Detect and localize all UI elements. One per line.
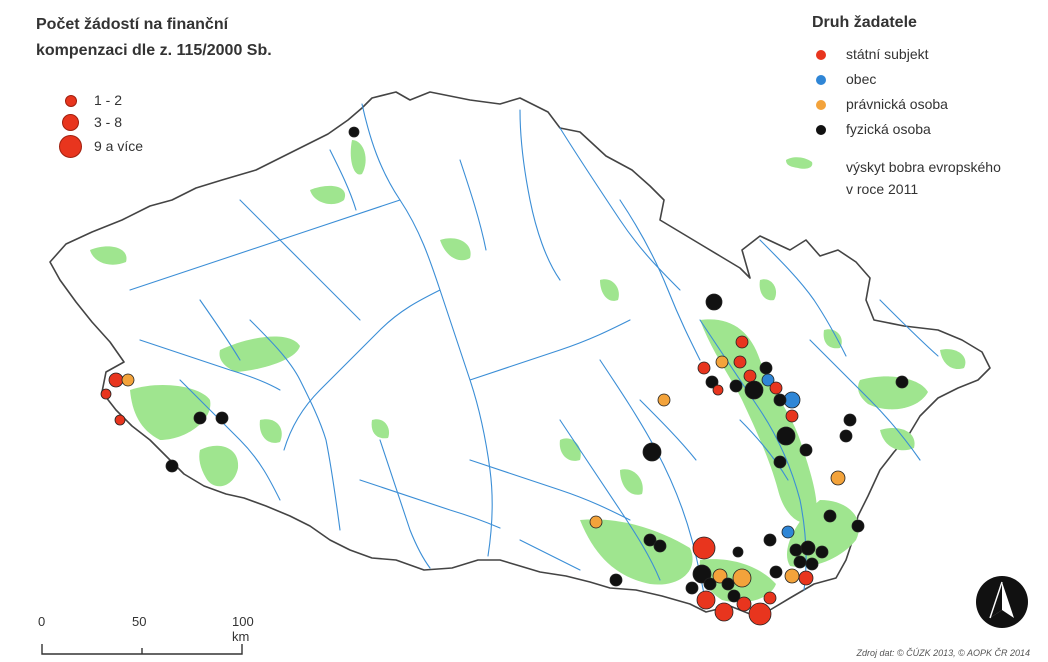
size-legend-label: 9 a více [94, 138, 144, 154]
point-fyzicka [744, 380, 764, 400]
point-fyzicka [721, 577, 735, 591]
scale-label-0: 0 [38, 614, 46, 629]
point-fyzicka [763, 533, 777, 547]
point-statni [748, 602, 772, 626]
map-title-line2: kompenzaci dle z. 115/2000 Sb. [36, 42, 272, 59]
legend-item-statni: státní subjekt [812, 42, 1042, 67]
point-fyzicka [705, 293, 723, 311]
point-fyzicka [732, 546, 744, 558]
point-fyzicka [815, 545, 829, 559]
red-dot-icon [816, 50, 826, 60]
point-fyzicka [685, 581, 699, 595]
point-statni [714, 602, 734, 622]
scale-label-50: 50 [132, 614, 147, 629]
point-fyzicka [653, 539, 667, 553]
point-fyzicka [805, 557, 819, 571]
applicant-type-legend: Druh žadatele státní subjekt obec právni… [786, 14, 1042, 200]
legend-item-label: právnická osoba [846, 96, 948, 112]
data-source-note: Zdroj dat: © ČÚZK 2013, © AOPK ČR 2014 [856, 648, 1030, 658]
point-fyzicka [789, 543, 803, 557]
legend-item-label: státní subjekt [846, 46, 929, 62]
point-pravnicka [830, 470, 846, 486]
range-label-line2: v roce 2011 [846, 181, 919, 197]
north-arrow-icon [976, 576, 1028, 628]
point-statni [743, 369, 757, 383]
point-fyzicka [851, 519, 865, 533]
point-pravnicka [121, 373, 135, 387]
point-fyzicka [800, 540, 816, 556]
point-fyzicka [727, 589, 741, 603]
scale-label-100: 100 km [232, 614, 254, 644]
size-dot-small-icon [65, 95, 77, 107]
point-pravnicka [784, 568, 800, 584]
point-fyzicka [773, 393, 787, 407]
point-fyzicka [703, 577, 717, 591]
range-label-line1: výskyt bobra evropského [846, 159, 1001, 175]
point-fyzicka [348, 126, 360, 138]
point-statni [696, 590, 716, 610]
point-statni [712, 384, 724, 396]
point-fyzicka [769, 565, 783, 579]
point-fyzicka [793, 555, 807, 569]
point-fyzicka [843, 413, 857, 427]
legend-item-beaver-range: výskyt bobra evropského v roce 2011 [786, 156, 1042, 200]
scale-bar: 0 50 100 km [36, 614, 256, 658]
blue-dot-icon [816, 75, 826, 85]
point-statni [763, 591, 777, 605]
point-fyzicka [642, 442, 662, 462]
point-statni [735, 335, 749, 349]
point-pravnicka [732, 568, 752, 588]
size-legend-label: 1 - 2 [94, 92, 123, 108]
request-points [100, 126, 909, 626]
point-fyzicka [759, 361, 773, 375]
point-fyzicka [729, 379, 743, 393]
point-fyzicka [823, 509, 837, 523]
point-pravnicka [715, 355, 729, 369]
point-fyzicka [609, 573, 623, 587]
point-fyzicka [643, 533, 657, 547]
legend-item-label: fyzická osoba [846, 121, 931, 137]
point-pravnicka [589, 515, 603, 529]
point-pravnicka [657, 393, 671, 407]
point-fyzicka [776, 426, 796, 446]
point-fyzicka [692, 564, 712, 584]
size-dot-medium-icon [62, 114, 79, 131]
point-statni [733, 355, 747, 369]
point-obec [783, 391, 801, 409]
point-fyzicka [165, 459, 179, 473]
map-title-line1: Počet žádostí na finanční [36, 16, 229, 33]
point-statni [692, 536, 716, 560]
point-obec [761, 373, 775, 387]
legend-heading: Druh žadatele [812, 14, 917, 31]
legend-item-label: obec [846, 71, 877, 87]
legend-item-pravnicka: právnická osoba [812, 92, 1042, 117]
map-title: Počet žádostí na finanční kompenzaci dle… [36, 12, 376, 64]
legend-item-obec: obec [812, 67, 1042, 92]
point-statni [108, 372, 124, 388]
point-statni [697, 361, 711, 375]
orange-dot-icon [816, 100, 826, 110]
legend-item-fyzicka: fyzická osoba [812, 117, 1042, 142]
point-obec [781, 525, 795, 539]
point-fyzicka [215, 411, 229, 425]
black-dot-icon [816, 125, 826, 135]
size-legend-label: 3 - 8 [94, 114, 123, 130]
point-statni [785, 409, 799, 423]
point-statni [769, 381, 783, 395]
scale-bar-line [41, 644, 243, 655]
point-fyzicka [895, 375, 909, 389]
point-fyzicka [193, 411, 207, 425]
point-statni [100, 388, 112, 400]
point-statni [736, 596, 752, 612]
point-fyzicka [839, 429, 853, 443]
size-dot-large-icon [59, 135, 82, 158]
range-swatch-icon [786, 157, 813, 169]
point-fyzicka [773, 455, 787, 469]
point-fyzicka [799, 443, 813, 457]
point-fyzicka [705, 375, 719, 389]
point-statni [798, 570, 814, 586]
point-statni [114, 414, 126, 426]
